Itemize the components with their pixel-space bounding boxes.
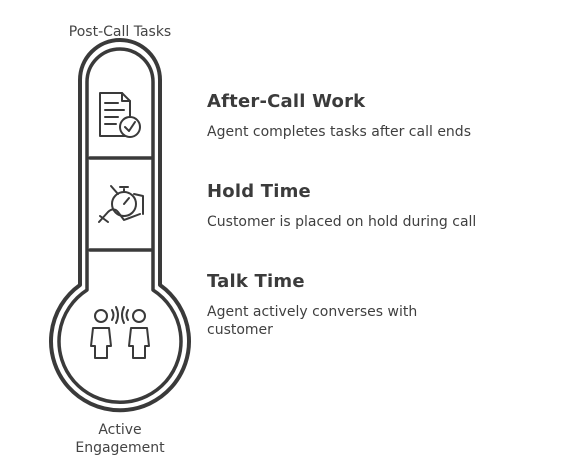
section-title: Hold Time [207,181,311,202]
checklist-document-icon [99,92,141,138]
hand-holding-stopwatch-icon [98,185,144,223]
thermometer-outline [49,38,191,413]
section-title: Talk Time [207,271,305,292]
section-title: After-Call Work [207,91,366,112]
section-talk-time: Talk Time Agent actively converses with … [207,271,547,339]
bottom-label: Active Engagement [60,421,180,457]
section-hold-time: Hold Time Customer is placed on hold dur… [207,181,547,231]
bottom-label-line-2: Engagement [75,440,165,456]
section-description: Customer is placed on hold during call [207,214,477,230]
bottom-label-line-1: Active [98,422,142,438]
section-description: Agent completes tasks after call ends [207,124,471,140]
two-people-talking-icon [90,306,150,359]
top-label: Post-Call Tasks [68,24,172,40]
section-description: Agent actively converses with customer [207,304,418,338]
section-after-call-work: After-Call Work Agent completes tasks af… [207,91,547,141]
